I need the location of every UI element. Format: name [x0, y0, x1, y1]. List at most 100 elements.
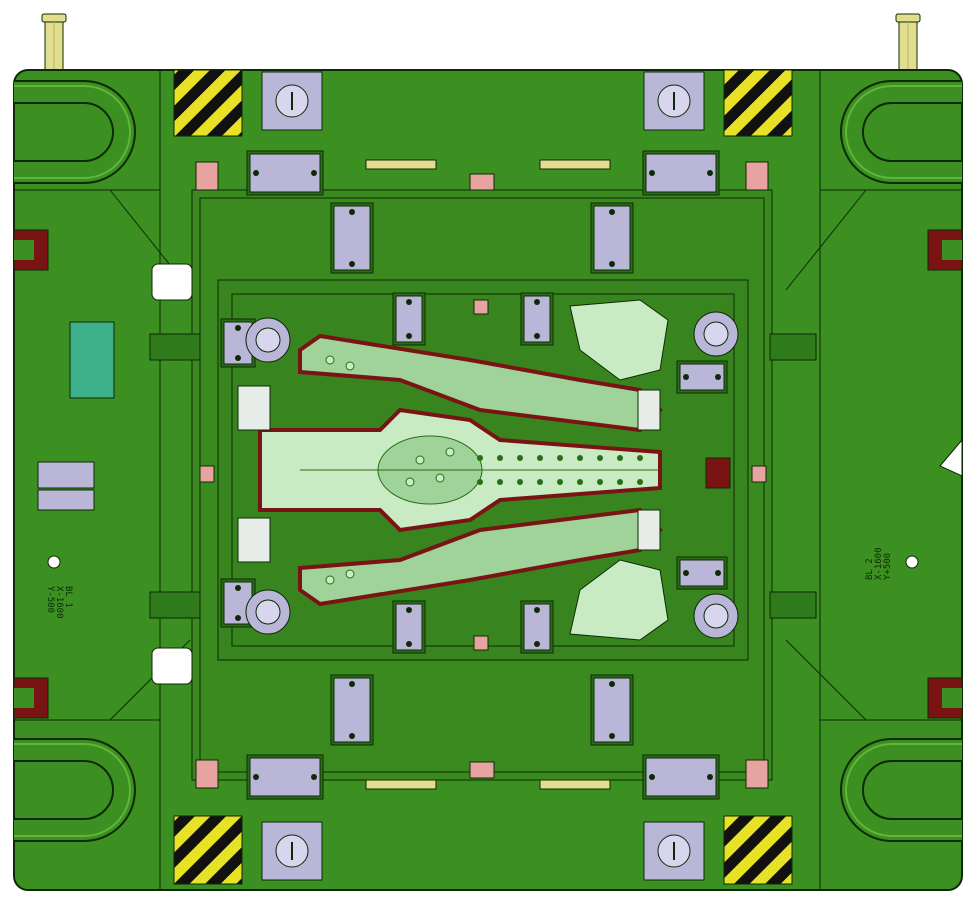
bolt-icon [406, 299, 412, 305]
pad-layer [220, 150, 728, 800]
hazard-block-bottom-left [173, 815, 243, 885]
hole [537, 479, 543, 485]
datum-right-line-2: X-1600 [874, 547, 884, 580]
datum-label-right: BL 2 X-1600 Y+500 [865, 547, 893, 580]
marker [745, 161, 769, 191]
bolt-icon [235, 585, 241, 591]
bolt-icon [649, 774, 655, 780]
bolt-icon [235, 325, 241, 331]
hole [477, 455, 483, 461]
stop-block-top-left [261, 71, 323, 131]
hole [617, 455, 623, 461]
bolt-icon [406, 607, 412, 613]
hole [345, 361, 355, 371]
bolt-icon [235, 355, 241, 361]
hole [415, 455, 425, 465]
bolt-icon [715, 374, 721, 380]
bolt-icon [349, 209, 355, 215]
hole [617, 479, 623, 485]
hole [637, 479, 643, 485]
hole [325, 355, 335, 365]
wear-strips [365, 159, 611, 790]
bolt-icon [349, 681, 355, 687]
datum-left-line-2: X-1600 [54, 586, 64, 619]
hole [577, 455, 583, 461]
datum-right-line-1: BL 2 [865, 558, 875, 580]
bolt-icon [534, 607, 540, 613]
bolt-icon [649, 170, 655, 176]
pad [645, 757, 717, 797]
datum-right-line-3: Y+500 [883, 553, 893, 580]
bolt-icon [534, 333, 540, 339]
hole [517, 455, 523, 461]
hole [557, 479, 563, 485]
bolt-icon [253, 774, 259, 780]
bolt-icon [707, 170, 713, 176]
bolt-icon [534, 641, 540, 647]
side-slot-markers [13, 229, 963, 719]
hazard-block-bottom-right [723, 815, 793, 885]
marker [473, 299, 489, 315]
pad [645, 153, 717, 193]
bolt-icon [609, 209, 615, 215]
pad [333, 205, 371, 271]
marker [195, 161, 219, 191]
pad [593, 205, 631, 271]
hole [637, 455, 643, 461]
datum-left-line-3: Y-500 [45, 586, 55, 613]
lifting-handle-bottom-left [14, 738, 136, 842]
lifting-handle-bottom-right [840, 738, 962, 842]
marker-layer [195, 161, 769, 789]
bolt-icon [235, 615, 241, 621]
hole [497, 455, 503, 461]
marker [473, 635, 489, 651]
pad [333, 677, 371, 743]
hole [345, 569, 355, 579]
lifting-handle-top-right [840, 80, 962, 184]
bolt-icon [311, 170, 317, 176]
hole [597, 479, 603, 485]
pad [249, 757, 321, 797]
bolt-icon [534, 299, 540, 305]
marker [751, 465, 767, 483]
bolt-icon [406, 641, 412, 647]
bolt-icon [253, 170, 259, 176]
die-insert-part [237, 299, 669, 641]
bolt-icon [683, 374, 689, 380]
nitrogen-cylinders [245, 311, 739, 639]
hole [557, 455, 563, 461]
hole [517, 479, 523, 485]
hazard-block-top-right [723, 69, 793, 137]
hole [577, 479, 583, 485]
bolt-icon [683, 570, 689, 576]
right-side-features [149, 333, 963, 619]
stop-block-bottom-left [261, 821, 323, 881]
bolt-icon [609, 681, 615, 687]
hole [405, 477, 415, 487]
lifting-handle-top-left [14, 80, 136, 184]
marker [745, 759, 769, 789]
hole [435, 473, 445, 483]
bolt-icon [349, 733, 355, 739]
bolt-icon [406, 333, 412, 339]
bolt-icon [707, 774, 713, 780]
pad [593, 677, 631, 743]
hole [325, 575, 335, 585]
datum-left-line-1: BL 1 [63, 586, 73, 608]
left-side-features [37, 263, 193, 685]
bolt-icon [609, 733, 615, 739]
marker [199, 465, 215, 483]
hole [537, 455, 543, 461]
bolt-icon [349, 261, 355, 267]
bolt-icon [715, 570, 721, 576]
marker [195, 759, 219, 789]
hole [477, 479, 483, 485]
stop-block-bottom-right [643, 821, 705, 881]
stop-block-top-right [643, 71, 705, 131]
pad [249, 153, 321, 193]
bolt-icon [609, 261, 615, 267]
hole [445, 447, 455, 457]
bolt-icon [311, 774, 317, 780]
